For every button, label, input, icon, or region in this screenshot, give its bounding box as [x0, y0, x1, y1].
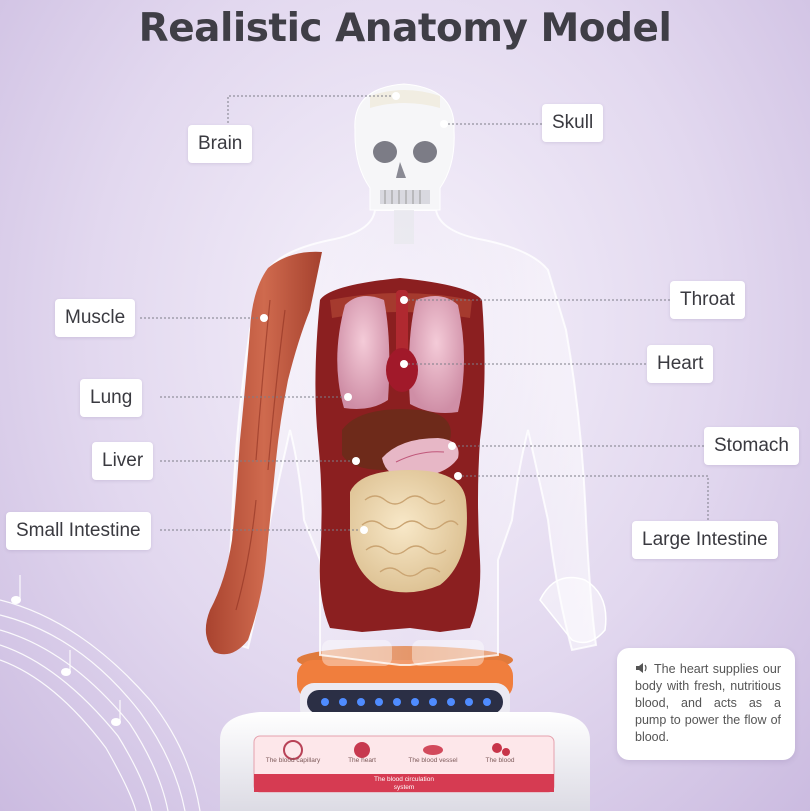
label-heart: Heart [647, 345, 714, 383]
panel-item-capillary: The blood capillary [265, 757, 321, 764]
panel-caption-line1: The blood circulation [374, 776, 434, 783]
label-skull: Skull [542, 104, 604, 142]
label-liver: Liver [92, 442, 154, 480]
throat-tube [396, 290, 408, 354]
info-bubble: The heart supplies our body with fresh, … [617, 648, 795, 760]
model-base [220, 646, 590, 811]
label-small-intestine: Small Intestine [6, 512, 151, 550]
leader-lines [140, 95, 709, 531]
lungs [337, 296, 464, 413]
panel-caption-line2: system [393, 784, 415, 791]
heart [386, 348, 418, 392]
label-brain: Brain [188, 125, 253, 163]
skull [354, 83, 455, 244]
label-stomach: Stomach [704, 427, 799, 465]
page-title: Realistic Anatomy Model [138, 6, 672, 51]
label-throat: Throat [670, 281, 745, 319]
stomach [382, 438, 459, 478]
info-text: The heart supplies our body with fresh, … [635, 662, 781, 744]
music-note-icons [11, 596, 121, 726]
led-lights [321, 698, 491, 706]
speaker-icon [636, 663, 647, 673]
label-muscle: Muscle [55, 299, 136, 337]
panel-item-heart: The heart [348, 757, 376, 764]
music-notes-decoration [0, 575, 201, 811]
muscle-arm [205, 251, 322, 655]
panel-item-vessel: The blood vessel [408, 757, 458, 764]
label-lung: Lung [80, 379, 143, 417]
small-intestine [350, 470, 467, 593]
panel-item-blood: The blood [485, 757, 515, 764]
pointer-dots [260, 92, 462, 534]
label-large-intestine: Large Intestine [632, 521, 778, 559]
